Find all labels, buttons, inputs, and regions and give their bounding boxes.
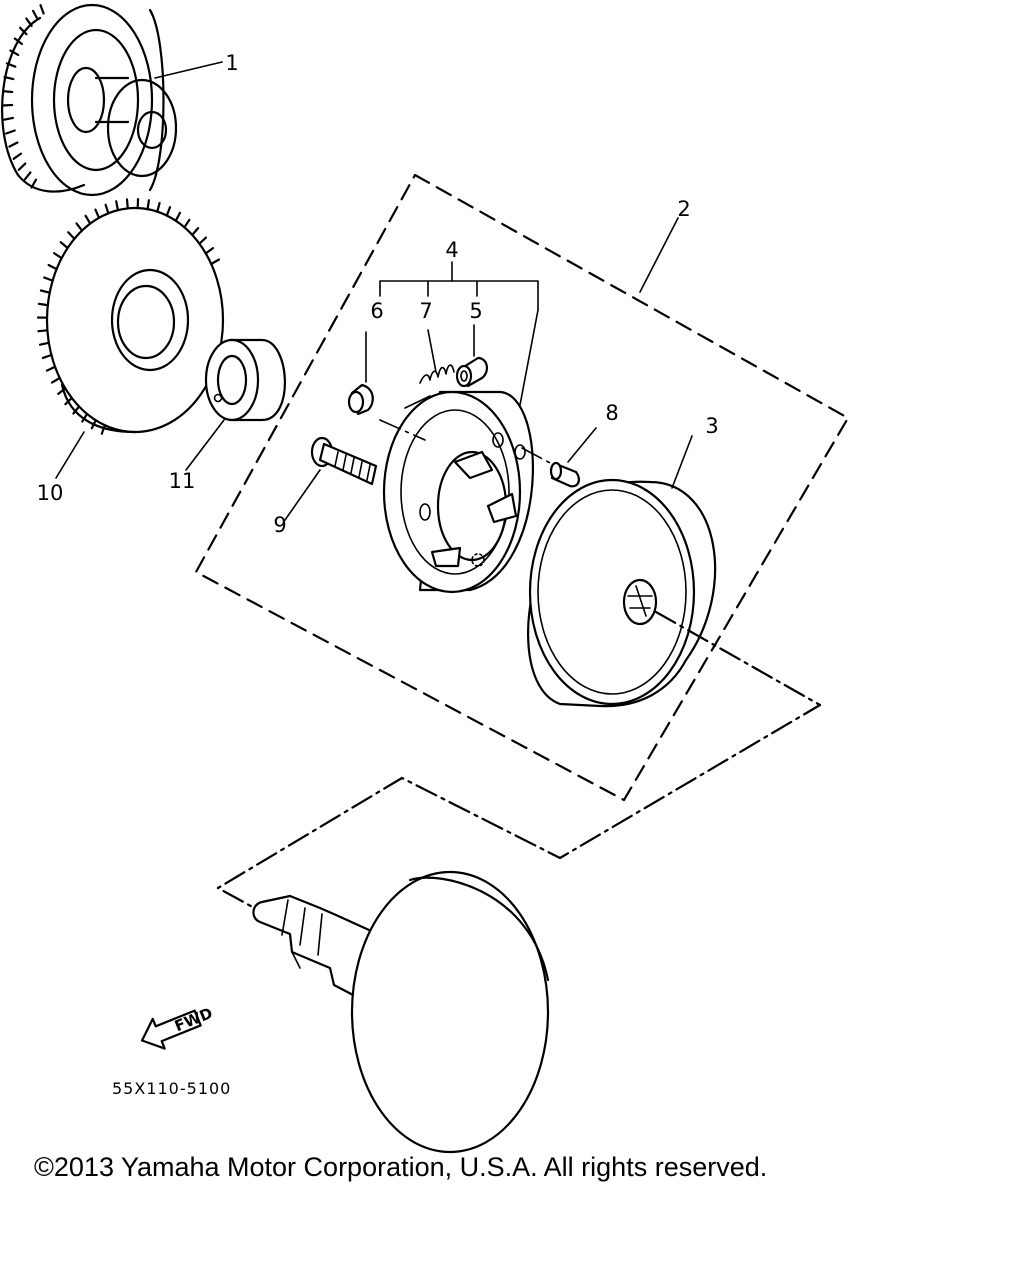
gear-tooth [41,353,53,359]
gear-tooth [2,116,14,121]
callout-11: 11 [169,469,196,493]
gear-tooth [183,218,191,229]
gear-tooth [2,90,14,94]
gear-tooth [13,37,23,46]
gear-tooth [94,208,101,219]
callout-4: 4 [445,238,458,262]
gear-tooth [198,236,208,245]
part-3-clutch-housing [527,435,717,708]
gear-tooth [30,178,38,189]
gear-tooth [104,203,110,215]
gear-tooth [43,276,54,282]
gear-tooth [31,9,39,20]
gear-tooth [75,222,84,232]
forward-direction-arrow: FWD [140,1004,215,1050]
gear-tooth [37,302,49,307]
gear-tooth [25,17,33,27]
gear-tooth [39,3,45,15]
gear-teeth-top [1,3,45,189]
gear-tooth [38,341,50,346]
part-4-one-way-clutch [379,390,535,594]
crankshaft-rotor [252,870,550,1154]
part-11-bearing [204,338,286,422]
gear-tooth [156,201,161,213]
gear-tooth [17,162,27,171]
part-5-plunger [455,324,488,388]
gear-tooth [84,214,92,225]
gear-tooth [3,75,15,81]
gear-tooth [23,171,32,181]
alignment-line [216,610,822,912]
gear-tooth [37,329,49,333]
gear-tooth [12,152,23,160]
gear-tooth [19,26,28,36]
callout-8: 8 [605,401,618,425]
gear-tooth [81,412,89,423]
part-7-spring [404,329,455,409]
callout-4-bracket [379,261,539,406]
callout-6: 6 [370,299,383,323]
gear-tooth [47,263,58,271]
gear-tooth [5,129,16,135]
callout-1: 1 [225,51,238,75]
gear-tooth [59,241,69,250]
fwd-label: FWD [172,1004,215,1035]
part-10-wheel-gear [36,198,225,435]
callout-5: 5 [469,299,482,323]
gear-tooth [146,199,150,211]
gear-tooth [204,247,215,255]
gear-tooth [50,376,61,384]
part-1-idler-gear [1,3,178,197]
callouts: 1 2 3 4 5 6 7 8 9 10 11 [37,51,719,537]
gear-tooth [39,289,51,294]
gear-tooth [210,258,221,266]
gear-teeth-ring [36,198,221,435]
gear-tooth [115,200,120,212]
gear-tooth [67,231,76,240]
gear-tooth [5,62,17,68]
gear-tooth [174,211,182,222]
callout-10: 10 [37,481,64,505]
gear-tooth [100,424,107,435]
gear-tooth [9,49,20,57]
copyright-notice: ©2013 Yamaha Motor Corporation, U.S.A. A… [34,1152,768,1182]
gear-tooth [72,405,81,415]
callout-2: 2 [677,197,690,221]
callout-9: 9 [273,513,286,537]
gear-tooth [191,227,200,236]
gear-tooth [52,252,63,260]
gear-tooth [125,198,129,210]
part-6-roller [347,331,374,416]
gear-tooth [165,206,172,217]
gear-tooth [45,365,57,372]
figure-code: 55X110-5100 [112,1079,231,1098]
callout-7: 7 [419,299,432,323]
gear-tooth [1,103,14,107]
callout-3: 3 [705,414,718,438]
gear-tooth [8,141,19,148]
part-9-bolt [284,436,378,521]
assembly-kit-outline [194,173,850,802]
part-8-pin [521,427,597,488]
